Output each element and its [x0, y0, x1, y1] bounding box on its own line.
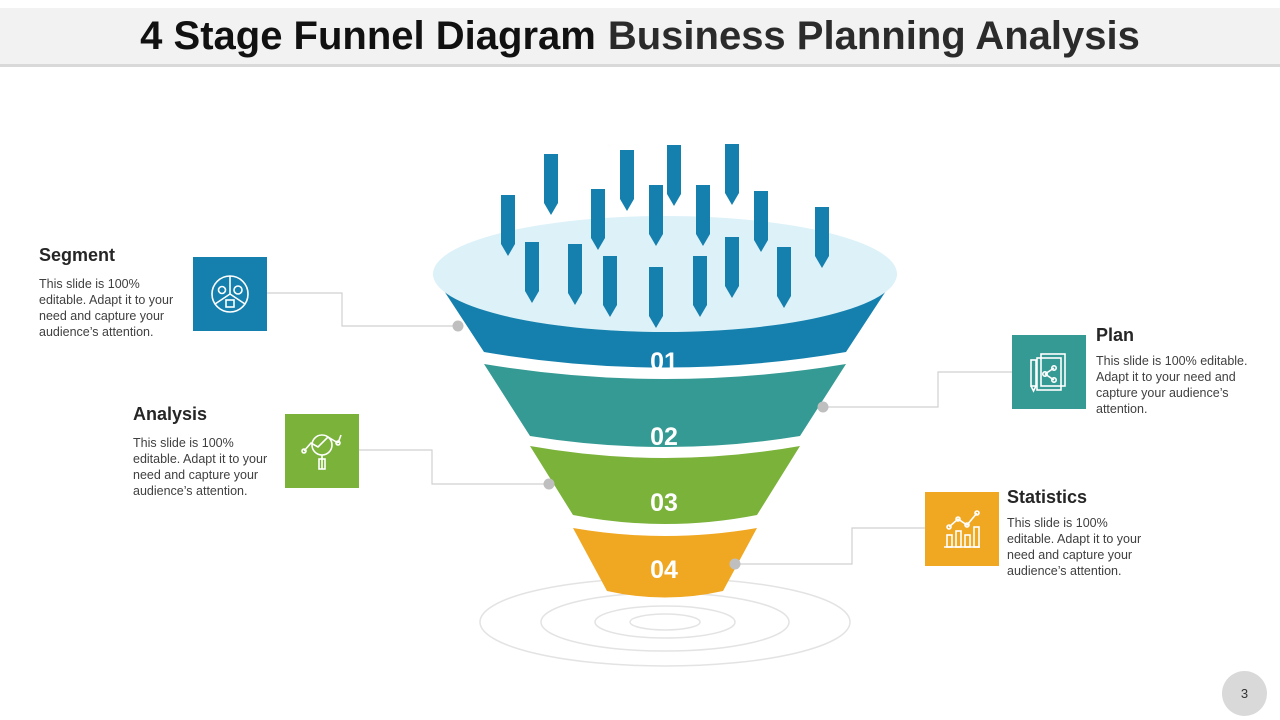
plan-description: This slide is 100% editable. Adapt it to…: [1096, 354, 1248, 416]
falling-arrows: [501, 144, 829, 328]
plan-heading: Plan: [1096, 325, 1135, 345]
statistics-icon-box: [925, 492, 999, 566]
title-bar: 4 Stage Funnel Diagram Business Planning…: [0, 8, 1280, 67]
plan-documents-icon: [1030, 353, 1066, 393]
stage-number-03: 03: [650, 489, 678, 517]
plan-icon-box: [1012, 335, 1086, 409]
analysis-description: This slide is 100% editable. Adapt it to…: [133, 436, 268, 498]
analysis-icon-box: [285, 414, 359, 488]
funnel-stage-02: [484, 364, 846, 447]
page-number: 3: [1222, 671, 1267, 716]
stage-number-02: 02: [650, 423, 678, 451]
connector-dots: [452, 320, 829, 570]
segment-icon-box: [193, 257, 267, 331]
analysis-heading: Analysis: [133, 404, 208, 424]
segment-description: This slide is 100% editable. Adapt it to…: [39, 277, 174, 339]
title-part2: Business Planning Analysis: [607, 13, 1140, 58]
funnel-stage-03: [530, 446, 800, 524]
funnel-stage-04: [573, 528, 757, 598]
statistics-heading: Statistics: [1007, 487, 1088, 507]
stage-number-04: 04: [650, 556, 678, 584]
connector-lines: [267, 292, 1012, 565]
pie-segments-icon: [211, 275, 249, 313]
magnifier-chart-icon: [301, 434, 342, 470]
bar-line-chart-icon: [944, 510, 980, 548]
statistics-description: This slide is 100% editable. Adapt it to…: [1007, 516, 1142, 578]
segment-heading: Segment: [39, 245, 116, 265]
title-part1: 4 Stage Funnel Diagram: [140, 13, 596, 58]
stage-number-01: 01: [650, 348, 678, 376]
funnel-top-opening: [433, 216, 897, 332]
